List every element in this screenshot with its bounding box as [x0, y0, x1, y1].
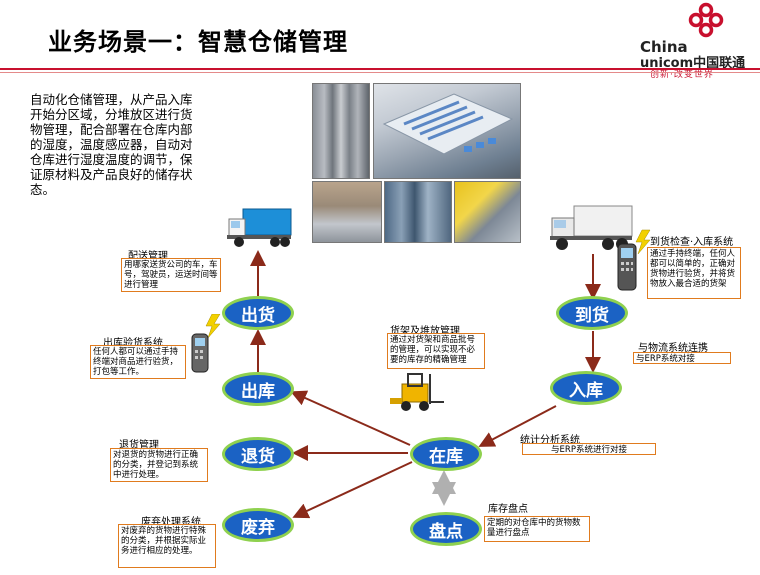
node-zaiku[interactable]: 在库 [410, 437, 482, 471]
daohuo-box: 通过手持终端，任何人都可以简单的，正确对货物进行验货，并将货物放入最合适的货架 [647, 247, 741, 299]
peisong-box: 用哪家送货公司的车，车号，驾驶员，运送时间等进行管理 [121, 258, 221, 292]
node-ruku[interactable]: 入库 [550, 371, 622, 405]
tuihuo-box: 对退货的货物进行正确的分类，并登记到系统中进行处理。 [110, 448, 208, 482]
forklift-icon [388, 372, 448, 412]
node-tuihuo[interactable]: 退货 [222, 437, 294, 471]
node-chuku[interactable]: 出库 [222, 372, 294, 406]
node-chuhuo[interactable]: 出货 [222, 296, 294, 330]
feiqi-box: 对废弃的货物进行特殊的分类，并根据实际业务进行相应的处理。 [118, 524, 216, 568]
pandian-title: 库存盘点 [488, 500, 528, 515]
arrow-zaiku-to-feiqi [296, 462, 412, 516]
wuliu-box: 与ERP系统对接 [633, 352, 731, 364]
daohuo-title: 到货检查·入库系统 [650, 233, 733, 248]
handheld-scanner-icon [188, 314, 230, 374]
chuku-check-box: 任何人都可以通过手持终端对商品进行验货，打包等工作。 [90, 345, 186, 379]
delivery-truck-icon [225, 205, 293, 251]
node-pandian[interactable]: 盘点 [410, 512, 482, 546]
huojia-box: 通过对货架和商品批号的管理，可以实现不必要的库存的精确管理 [387, 333, 485, 369]
pandian-box: 定期的对仓库中的货物数量进行盘点 [484, 516, 590, 542]
node-daohuo[interactable]: 到货 [556, 296, 628, 330]
tongji-box: 与ERP系统进行对接 [522, 443, 656, 455]
node-feiqi[interactable]: 废弃 [222, 508, 294, 542]
